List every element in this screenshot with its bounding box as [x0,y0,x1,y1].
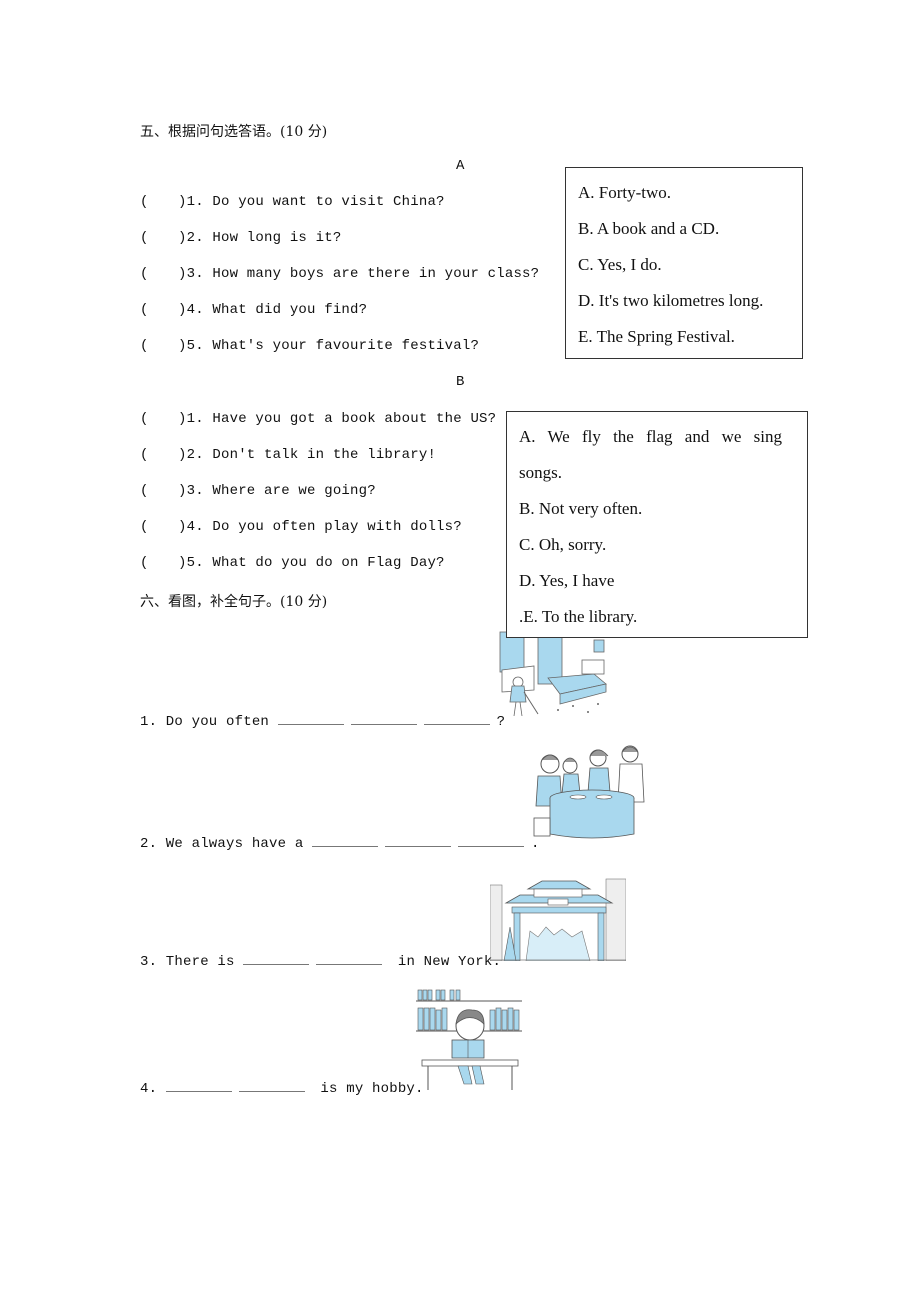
answer-blank[interactable]: ( [140,338,149,354]
option-d: D. Yes, I have [519,571,615,590]
fill-blank[interactable] [350,712,417,725]
question-a3: ( )3. How many boys are there in your cla… [140,266,539,282]
answer-blank[interactable]: ( [140,230,149,246]
option-b: B. Not very often. [519,499,643,518]
part-a-label: A [456,158,465,174]
question-text: )5. What do you do on Flag Day? [178,555,445,571]
options-box-b: A. We fly the flag and we sing songs. B.… [506,411,808,638]
option-b: B. A book and a CD. [578,219,720,238]
question-b2: ( )2. Don't talk in the library! [140,447,436,463]
question-text: )1. Have you got a book about the US? [178,411,497,427]
sentence-suffix: ? [496,714,506,730]
sentence-prefix: 3. There is [140,954,235,970]
sentence-prefix: 2. We always have a [140,836,304,852]
question-text: )5. What's your favourite festival? [178,338,480,354]
question-a1: ( )1. Do you want to visit China? [140,194,445,210]
answer-blank[interactable]: ( [140,266,149,282]
question-b3: ( )3. Where are we going? [140,483,376,499]
question-text: )2. Don't talk in the library! [178,447,437,463]
option-e: E. The Spring Festival. [578,327,735,346]
family-dinner-table-illustration [528,742,648,842]
answer-blank[interactable]: ( [140,302,149,318]
question-b5: ( )5. What do you do on Flag Day? [140,555,445,571]
question-text: )3. Where are we going? [178,483,376,499]
fill-blank[interactable] [243,952,310,965]
answer-blank[interactable]: ( [140,411,149,427]
fill-blank[interactable] [385,834,452,847]
question-a4: ( )4. What did you find? [140,302,367,318]
sentence-suffix: . [531,836,540,852]
fill-sentence-4: 4. is my hobby. [140,1079,424,1097]
chinatown-gate-illustration [490,875,626,961]
fill-sentence-3: 3. There is in New York. [140,952,501,970]
section-5-title: 五、根据问句选答语。(10 分) [140,124,328,140]
question-b1: ( )1. Have you got a book about the US? [140,411,496,427]
fill-blank[interactable] [238,1079,305,1092]
fill-blank[interactable] [458,834,525,847]
question-a2: ( )2. How long is it? [140,230,341,246]
fill-blank[interactable] [312,834,379,847]
question-text: )3. How many boys are there in your clas… [178,266,540,282]
option-c: C. Oh, sorry. [519,535,607,554]
sentence-suffix: is my hobby. [320,1081,424,1097]
question-b4: ( )4. Do you often play with dolls? [140,519,462,535]
question-text: )1. Do you want to visit China? [178,194,445,210]
sentence-prefix: 1. Do you often [140,714,270,730]
answer-blank[interactable]: ( [140,555,149,571]
option-a-continued: songs. [519,463,562,482]
option-a: A. We fly the flag and we sing [519,427,782,446]
option-d: D. It's two kilometres long. [578,291,764,310]
question-text: )4. Do you often play with dolls? [178,519,462,535]
answer-blank[interactable]: ( [140,519,149,535]
girl-sweeping-bedroom-illustration [498,630,618,720]
sentence-prefix: 4. [140,1081,158,1097]
fill-blank[interactable] [316,952,383,965]
fill-blank[interactable] [423,712,490,725]
options-box-a: A. Forty-two. B. A book and a CD. C. Yes… [565,167,803,359]
fill-sentence-2: 2. We always have a . [140,834,540,852]
sentence-suffix: in New York. [397,954,502,970]
fill-blank[interactable] [277,712,344,725]
section-6-title: 六、看图，补全句子。(10 分) [140,594,328,610]
part-b-label: B [456,374,465,390]
question-text: )2. How long is it? [178,230,342,246]
option-c: C. Yes, I do. [578,255,662,274]
question-a5: ( )5. What's your favourite festival? [140,338,479,354]
answer-blank[interactable]: ( [140,194,149,210]
question-text: )4. What did you find? [178,302,368,318]
answer-blank[interactable]: ( [140,483,149,499]
fill-blank[interactable] [165,1079,232,1092]
option-e: .E. To the library. [519,607,638,626]
fill-sentence-1: 1. Do you often ? [140,712,505,730]
boy-reading-library-illustration [416,988,522,1092]
option-a: A. Forty-two. [578,183,672,202]
answer-blank[interactable]: ( [140,447,149,463]
